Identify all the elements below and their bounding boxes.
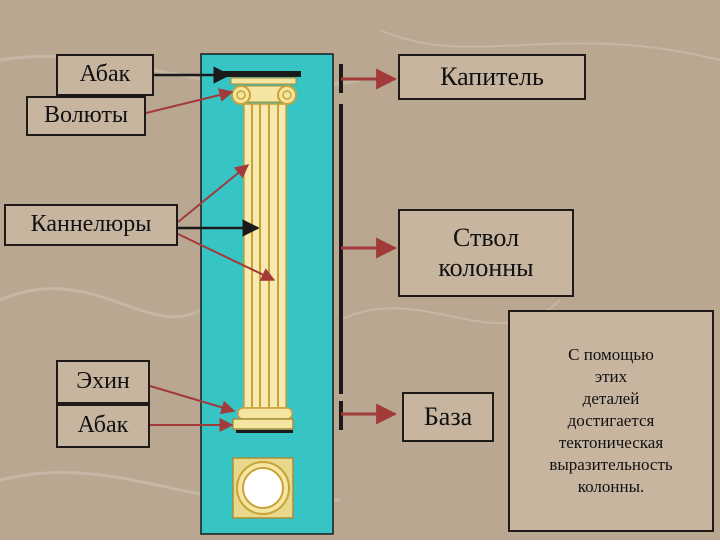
column-capital [221,71,301,105]
label-flutes: Каннелюры [4,204,178,246]
column-base [232,407,294,433]
part-shaft-line2: колонны [438,253,534,282]
column-plan-view [232,457,294,519]
label-abacus-bottom: Абак [56,404,150,448]
label-volutes: Волюты [26,96,146,136]
note-line: этих [594,366,628,386]
echinus-arrow [149,385,236,415]
part-shaft-line1: Ствол [452,223,520,253]
note-box: С помощью этих деталей достигается текто… [508,310,714,532]
note-line: колонны. [577,477,645,497]
note-line: достигается [567,410,655,430]
abacus-top-slab [230,77,297,85]
abacus-top-line [221,71,301,77]
part-base: База [402,392,494,442]
note-line: деталей [582,388,640,408]
volute-left [231,85,251,105]
label-echinus: Эхин [56,360,150,404]
flutes-arrow-down [177,233,276,281]
note-line: выразительность [549,455,673,475]
volutes-arrow [145,88,234,114]
part-brackets [339,64,398,430]
part-capital: Капитель [398,54,586,100]
label-abacus-top: Абак [56,54,154,96]
base-plinth [232,418,294,430]
flutes-arrow-up [177,164,250,223]
note-line: тектоническая [558,433,664,453]
column-shaft [243,103,287,409]
base-torus [237,407,293,420]
pointer-arrows [145,66,276,432]
volute-right [277,85,297,105]
part-shaft: Ствол колонны [398,209,574,297]
note-line: С помощью [568,344,654,364]
